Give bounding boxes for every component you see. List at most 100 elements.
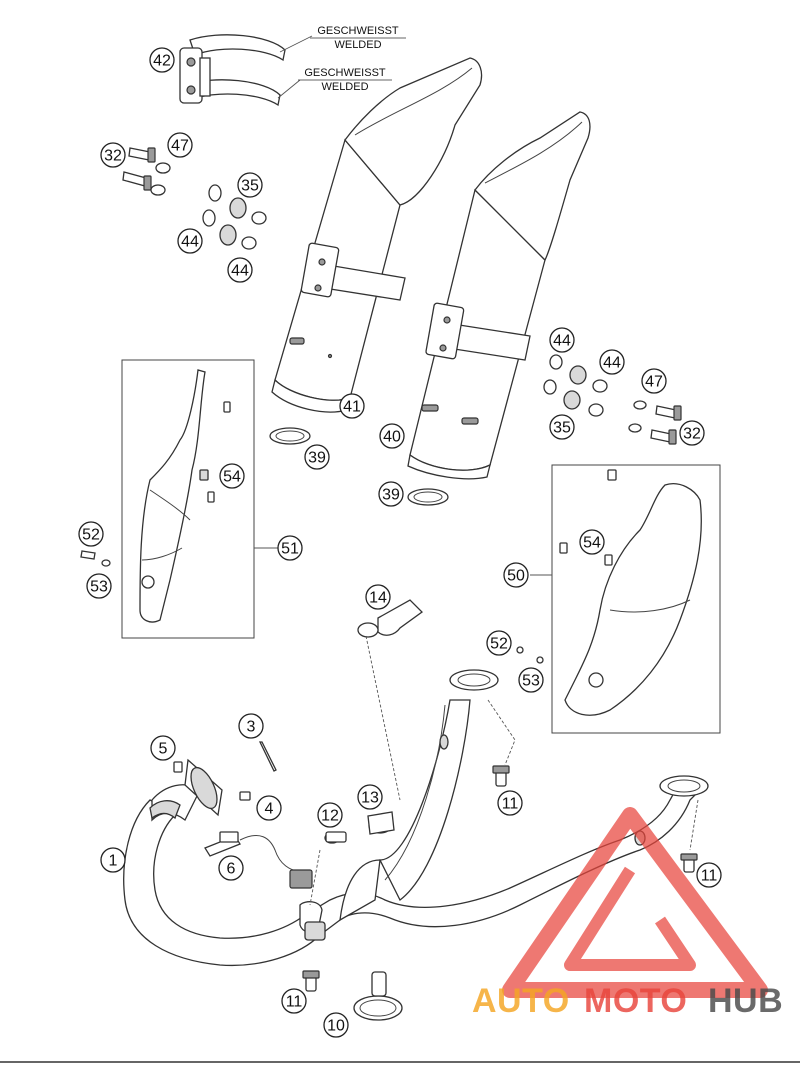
svg-text:10: 10 (327, 1018, 345, 1035)
svg-text:6: 6 (227, 861, 236, 878)
bolt-set-right (543, 354, 682, 445)
watermark-text-moto: MOTO (584, 982, 687, 1020)
callout-14[interactable]: 14 (365, 584, 391, 610)
svg-text:47: 47 (171, 138, 189, 155)
callout-44-left-b[interactable]: 44 (227, 257, 253, 283)
callout-47-left[interactable]: 47 (167, 132, 193, 158)
silencer-part-40 (407, 111, 591, 480)
callout-11-lower[interactable]: 11 (281, 988, 307, 1014)
clamp-part-10 (353, 971, 403, 1021)
clamp-part-42 (179, 34, 286, 107)
watermark-logo (502, 807, 768, 998)
svg-text:52: 52 (490, 636, 508, 653)
weld-note-2-line1: GESCHWEISST (304, 67, 386, 79)
svg-text:47: 47 (645, 374, 663, 391)
svg-text:35: 35 (553, 420, 571, 437)
svg-text:3: 3 (247, 719, 256, 736)
svg-text:32: 32 (104, 148, 122, 165)
callout-41[interactable]: 41 (339, 393, 365, 419)
svg-text:42: 42 (153, 53, 171, 70)
callout-39-lower[interactable]: 39 (378, 481, 404, 507)
callout-40[interactable]: 40 (379, 423, 405, 449)
callout-52-left[interactable]: 52 (78, 521, 104, 547)
svg-text:44: 44 (553, 333, 571, 350)
callout-13[interactable]: 13 (357, 784, 383, 810)
watermark-text-auto: AUTO (472, 982, 570, 1020)
svg-text:35: 35 (241, 178, 259, 195)
svg-text:44: 44 (181, 234, 199, 251)
callout-35-right[interactable]: 35 (549, 414, 575, 440)
callout-44-right-b[interactable]: 44 (599, 349, 625, 375)
callout-3[interactable]: 3 (238, 713, 264, 739)
svg-text:32: 32 (683, 426, 701, 443)
svg-text:53: 53 (90, 579, 108, 596)
callout-42[interactable]: 42 (149, 47, 175, 73)
watermark-text-hub: HUB (708, 982, 783, 1020)
flange-part-5 (173, 758, 223, 817)
callout-32-left[interactable]: 32 (100, 142, 126, 168)
callout-52-right[interactable]: 52 (486, 630, 512, 656)
callout-32-right[interactable]: 32 (679, 420, 705, 446)
svg-text:5: 5 (159, 741, 168, 758)
stud-part-4 (239, 791, 251, 801)
svg-text:44: 44 (603, 355, 621, 372)
svg-text:54: 54 (223, 469, 241, 486)
svg-text:40: 40 (383, 429, 401, 446)
heat-shield-box-51 (121, 359, 255, 639)
silencer-part-41 (271, 57, 483, 413)
svg-text:1: 1 (109, 853, 118, 870)
weld-note-2-line2: WELDED (321, 81, 368, 93)
svg-text:54: 54 (583, 535, 601, 552)
svg-text:44: 44 (231, 263, 249, 280)
svg-text:39: 39 (382, 487, 400, 504)
weld-note-2: GESCHWEISST WELDED (304, 67, 386, 93)
callout-4[interactable]: 4 (256, 795, 282, 821)
svg-text:41: 41 (343, 399, 361, 416)
svg-text:13: 13 (361, 790, 379, 807)
bracket-part-14 (357, 599, 423, 638)
svg-text:4: 4 (265, 801, 274, 818)
lambda-sensor-part-6 (204, 831, 313, 889)
callout-50[interactable]: 50 (503, 562, 529, 588)
svg-text:11: 11 (286, 994, 303, 1011)
svg-text:50: 50 (507, 568, 525, 585)
callout-47-right[interactable]: 47 (641, 368, 667, 394)
callout-44-left-a[interactable]: 44 (177, 228, 203, 254)
weld-note-1-line2: WELDED (334, 39, 381, 51)
callout-54-left[interactable]: 54 (219, 463, 245, 489)
svg-text:51: 51 (281, 541, 299, 558)
svg-text:11: 11 (502, 796, 519, 813)
nut-part-12 (324, 831, 347, 844)
callout-39-upper[interactable]: 39 (304, 444, 330, 470)
sleeve-part-13 (367, 811, 395, 835)
heat-shield-part-50 (516, 469, 702, 716)
callout-11-right[interactable]: 11 (696, 862, 722, 888)
callout-5[interactable]: 5 (150, 735, 176, 761)
callout-53-left[interactable]: 53 (86, 573, 112, 599)
callout-54-right[interactable]: 54 (579, 529, 605, 555)
svg-text:53: 53 (522, 673, 540, 690)
bolt-part-11-upper (492, 765, 510, 787)
callout-6[interactable]: 6 (218, 855, 244, 881)
callout-51[interactable]: 51 (277, 535, 303, 561)
heat-shield-part-51 (80, 369, 231, 623)
heat-shield-box-50 (551, 464, 721, 734)
callout-11-upper[interactable]: 11 (497, 790, 523, 816)
weld-note-1-line1: GESCHWEISST (317, 25, 399, 37)
svg-text:11: 11 (701, 868, 718, 885)
bolt-part-11-right (680, 853, 698, 873)
svg-text:12: 12 (321, 808, 339, 825)
callout-35-left[interactable]: 35 (237, 172, 263, 198)
callout-53-right[interactable]: 53 (518, 667, 544, 693)
weld-note-1: GESCHWEISST WELDED (317, 25, 399, 51)
bolt-part-11-lower (302, 970, 320, 992)
callout-10[interactable]: 10 (323, 1012, 349, 1038)
callout-44-right-a[interactable]: 44 (549, 327, 575, 353)
bolt-set-upper-left (122, 147, 267, 250)
svg-text:52: 52 (82, 527, 100, 544)
header-pipe-part-1 (123, 669, 709, 967)
callout-12[interactable]: 12 (317, 802, 343, 828)
callout-1[interactable]: 1 (100, 847, 126, 873)
